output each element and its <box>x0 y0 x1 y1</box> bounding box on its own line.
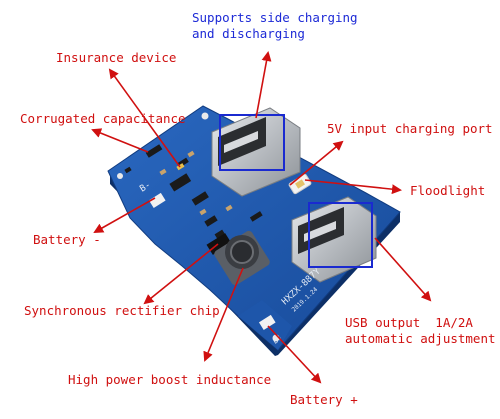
arrow-battery-minus <box>93 197 156 233</box>
smd-caps <box>159 150 233 216</box>
mount-hole <box>201 112 209 120</box>
highlight-box-output-port <box>308 202 373 268</box>
arrow-input-port <box>289 140 344 186</box>
label-battery-minus: Battery - <box>33 232 101 247</box>
label-corrugated-capacitance: Corrugated capacitance <box>20 111 186 126</box>
rectifier-chip <box>206 233 232 255</box>
pad-b-plus-label: B+ <box>272 334 283 345</box>
arrow-sync-rectifier <box>143 243 219 305</box>
arrow-inductance <box>203 267 244 362</box>
arrow-battery-plus <box>267 325 322 384</box>
label-insurance-device: Insurance device <box>56 50 177 65</box>
label-input-charging-port: 5V input charging port <box>327 121 493 136</box>
label-floodlight: Floodlight <box>410 183 486 198</box>
arrow-usb-output <box>374 237 432 302</box>
highlight-box-input-port <box>219 114 285 171</box>
label-sync-rectifier: Synchronous rectifier chip <box>24 303 220 318</box>
arrow-insurance <box>108 68 181 168</box>
pad-b-minus <box>148 192 166 208</box>
arrow-corrugated <box>91 128 149 153</box>
arrow-side-charging <box>255 51 272 119</box>
smd-components <box>124 144 263 239</box>
usb-port-input <box>211 107 301 197</box>
label-usb-output: USB output 1A/2A automatic adjustment <box>345 315 496 346</box>
label-battery-plus: Battery + <box>290 392 358 407</box>
pad-b-minus-label: B- <box>138 180 152 194</box>
label-side-charging: Supports side charging and discharging <box>192 10 358 41</box>
pad-b-plus <box>258 314 276 330</box>
label-boost-inductance: High power boost inductance <box>68 372 272 387</box>
boost-inductor <box>214 230 270 286</box>
mount-hole <box>117 173 123 179</box>
fuse-component <box>176 163 185 171</box>
arrow-floodlight <box>304 179 402 195</box>
